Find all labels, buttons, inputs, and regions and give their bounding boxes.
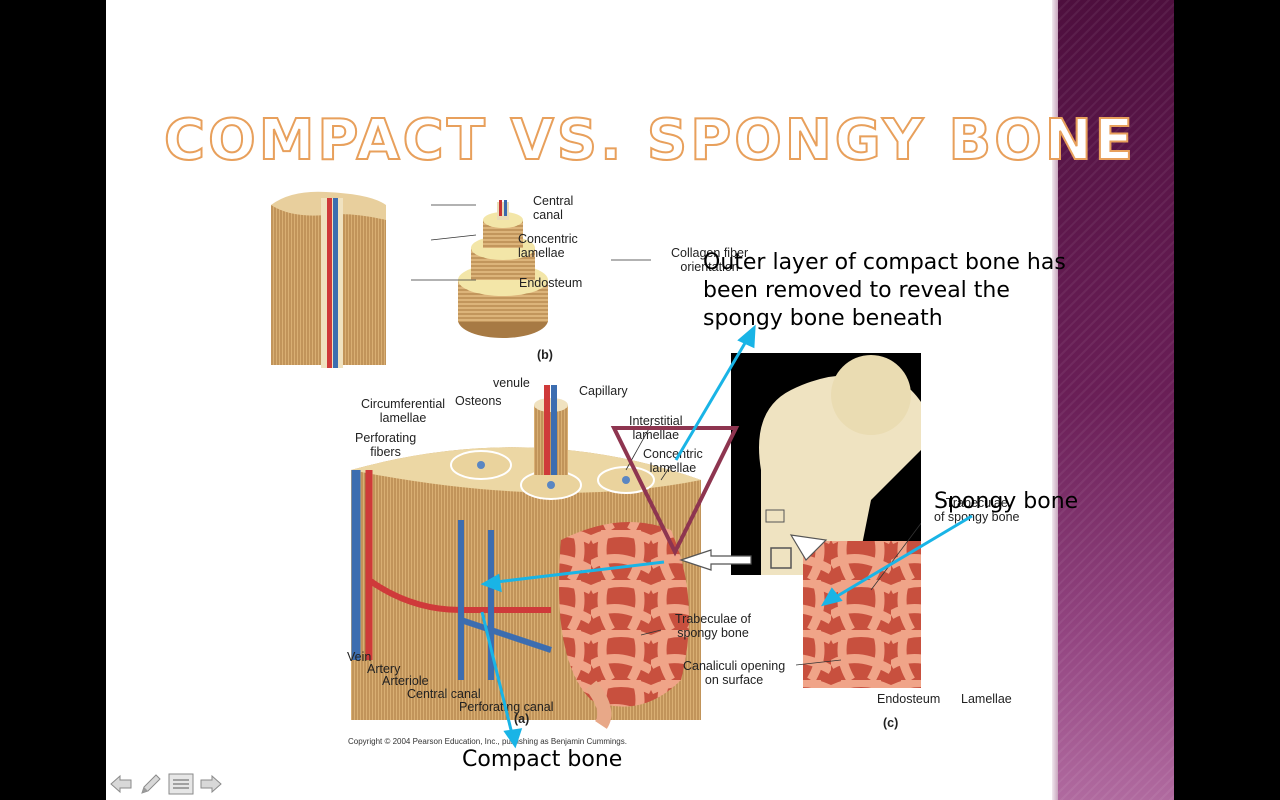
- annotation-outer-layer: Outer layer of compact bone has been rem…: [703, 249, 1073, 333]
- annotation-arrows: [482, 328, 972, 745]
- right-letterbox: [1174, 0, 1280, 800]
- arrow-head-icon: [506, 730, 520, 745]
- arrow-head-icon: [824, 590, 840, 604]
- slideshow-controls: [108, 770, 224, 798]
- arrow-head-icon: [484, 576, 500, 590]
- forward-arrow-icon[interactable]: [198, 771, 224, 797]
- pen-icon[interactable]: [138, 771, 164, 797]
- annotation-overlay: [106, 0, 1174, 800]
- annotation-spongy-bone: Spongy bone: [934, 488, 1078, 516]
- highlight-triangle: [614, 428, 736, 552]
- menu-icon[interactable]: [168, 771, 194, 797]
- left-letterbox: [0, 0, 106, 800]
- slide: Compact vs. Spongy Bone: [106, 0, 1174, 800]
- annotation-compact-bone: Compact bone: [462, 746, 622, 774]
- back-arrow-icon[interactable]: [108, 771, 134, 797]
